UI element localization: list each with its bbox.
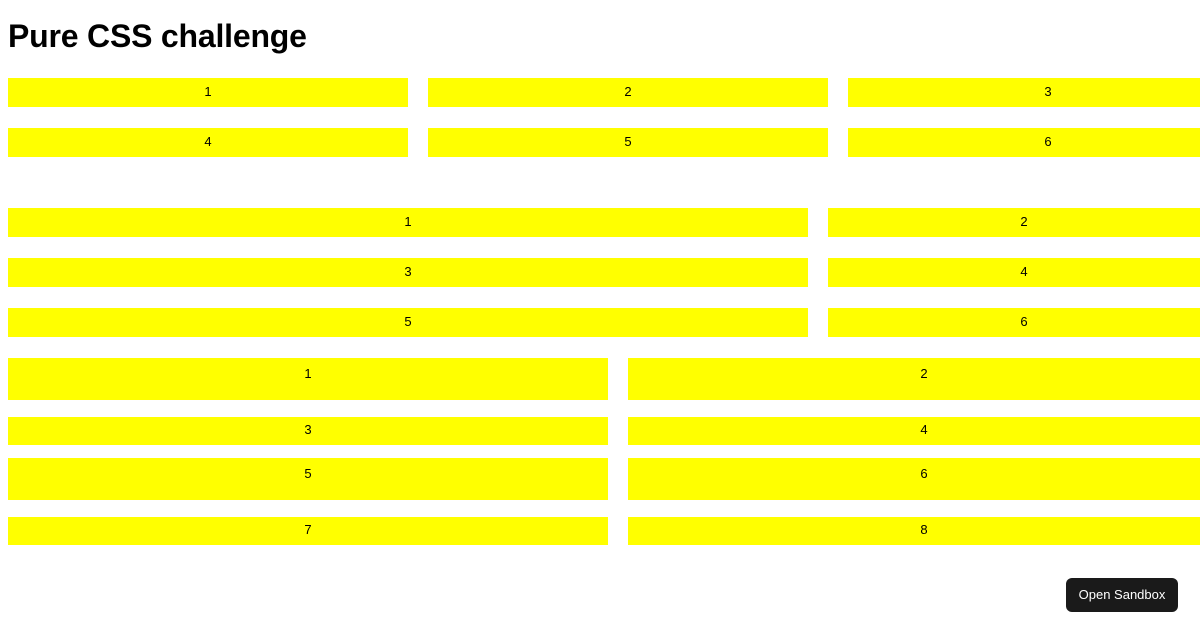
grid-item[interactable]: 4	[8, 128, 408, 157]
grid-item[interactable]: 1	[8, 78, 408, 107]
open-sandbox-button[interactable]: Open Sandbox	[1066, 578, 1178, 612]
grid-item[interactable]: 7	[8, 517, 608, 545]
grid-item[interactable]: 2	[628, 358, 1200, 400]
wide-narrow-grid: 1 2 3 4 5 6	[8, 208, 1200, 337]
grid-item[interactable]: 5	[8, 458, 608, 500]
grid-item[interactable]: 3	[8, 258, 808, 287]
grid-item[interactable]: 3	[848, 78, 1200, 107]
grid-item[interactable]: 5	[428, 128, 828, 157]
grid-item[interactable]: 3	[8, 417, 608, 445]
two-column-varied-height-grid: 1 2 3 4 5 6 7 8	[8, 358, 1200, 545]
grid-item[interactable]: 6	[628, 458, 1200, 500]
grid-item[interactable]: 2	[428, 78, 828, 107]
grid-item[interactable]: 5	[8, 308, 808, 337]
grid-item[interactable]: 1	[8, 208, 808, 237]
grid-item[interactable]: 4	[628, 417, 1200, 445]
grid-item[interactable]: 2	[828, 208, 1200, 237]
page-title: Pure CSS challenge	[8, 18, 307, 54]
three-column-grid: 1 2 3 4 5 6	[8, 78, 1200, 157]
grid-item[interactable]: 8	[628, 517, 1200, 545]
grid-item[interactable]: 1	[8, 358, 608, 400]
grid-item[interactable]: 6	[848, 128, 1200, 157]
grid-item[interactable]: 4	[828, 258, 1200, 287]
grid-item[interactable]: 6	[828, 308, 1200, 337]
